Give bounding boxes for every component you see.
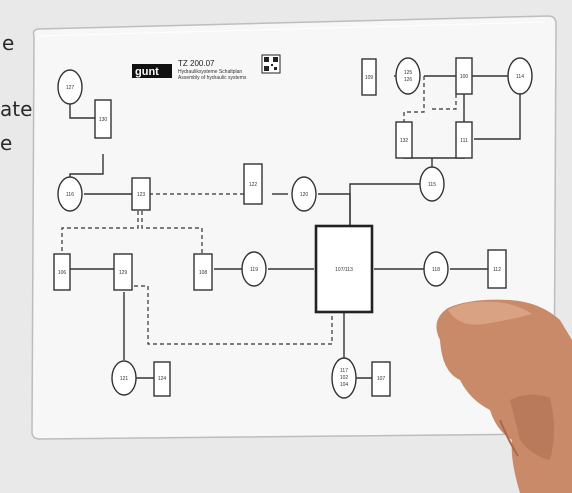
node-label: 117 — [340, 368, 348, 374]
node-111 — [455, 121, 473, 159]
node-132 — [395, 121, 413, 159]
subtitle-line: Assembly of hydraulic systems — [178, 75, 247, 81]
node-123 — [131, 177, 151, 211]
hand-image — [436, 299, 572, 493]
node-108 — [193, 253, 213, 291]
node-130 — [94, 99, 112, 139]
device-code: TZ 200.07 — [178, 59, 215, 68]
gunt-logo — [132, 64, 172, 78]
node-label: 124 — [158, 376, 167, 382]
node-129 — [113, 253, 133, 291]
node-114 — [507, 57, 533, 95]
node-label: 115 — [428, 182, 436, 188]
node-label: 116 — [66, 192, 74, 198]
node-106 — [53, 253, 71, 291]
node-115 — [419, 166, 445, 202]
node-label: 107 — [377, 376, 386, 382]
node-121 — [111, 360, 137, 396]
node-119 — [241, 251, 267, 287]
node-118 — [423, 251, 449, 287]
node-109 — [361, 58, 377, 96]
node-125-126 — [395, 57, 421, 95]
node-label: 126 — [404, 77, 413, 83]
node-label: 120 — [300, 192, 309, 198]
node-107 — [371, 361, 391, 397]
node-117-102-104 — [331, 357, 357, 399]
finger-shadow — [510, 394, 554, 460]
node-label: 130 — [99, 117, 108, 123]
node-label: 127 — [66, 85, 75, 91]
node-112 — [487, 249, 507, 289]
node-label: 102 — [340, 375, 349, 381]
node-label: 114 — [516, 74, 524, 80]
acrylic-diagram-panel: gunt TZ 200.07 Hydrauliksysteme Schaltpl… — [28, 14, 558, 442]
valve-ellipses — [57, 57, 533, 399]
hand-palm — [436, 299, 572, 493]
solid-wires — [69, 75, 521, 379]
dashed-wires — [61, 76, 457, 345]
node-label: 106 — [58, 270, 67, 276]
component-boxes — [53, 57, 507, 397]
node-label: 104 — [340, 382, 349, 388]
node-label: 123 — [137, 192, 146, 198]
node-label: 111 — [460, 138, 468, 144]
circuit-diagram: gunt TZ 200.07 Hydrauliksysteme Schaltpl… — [31, 15, 557, 440]
node-100 — [455, 57, 473, 95]
background-text-line: e — [0, 131, 13, 155]
background-text-line: ate — [0, 97, 33, 121]
node-label: 108 — [199, 270, 208, 276]
central-unit-box — [314, 224, 374, 314]
node-122 — [243, 163, 263, 205]
node-label: 112 — [493, 267, 501, 273]
node-label: 119 — [250, 267, 258, 273]
node-label: 118 — [432, 267, 440, 273]
node-116 — [57, 176, 83, 212]
node-label: 129 — [119, 270, 128, 276]
node-120 — [291, 176, 317, 212]
node-label: 132 — [400, 138, 409, 144]
node-label: 109 — [365, 75, 374, 81]
subtitle-line: Hydrauliksysteme Schaltplan — [178, 69, 242, 75]
central-unit-label: 107/113 — [335, 267, 353, 273]
node-124 — [153, 361, 171, 397]
background-text-line: e — [2, 31, 15, 55]
node-label: 121 — [120, 376, 129, 382]
node-label: 100 — [460, 74, 469, 80]
gunt-logo-text: gunt — [135, 66, 159, 78]
node-127 — [57, 69, 83, 105]
node-label: 122 — [249, 182, 258, 188]
node-label: 125 — [404, 70, 413, 76]
thumb — [448, 301, 532, 325]
